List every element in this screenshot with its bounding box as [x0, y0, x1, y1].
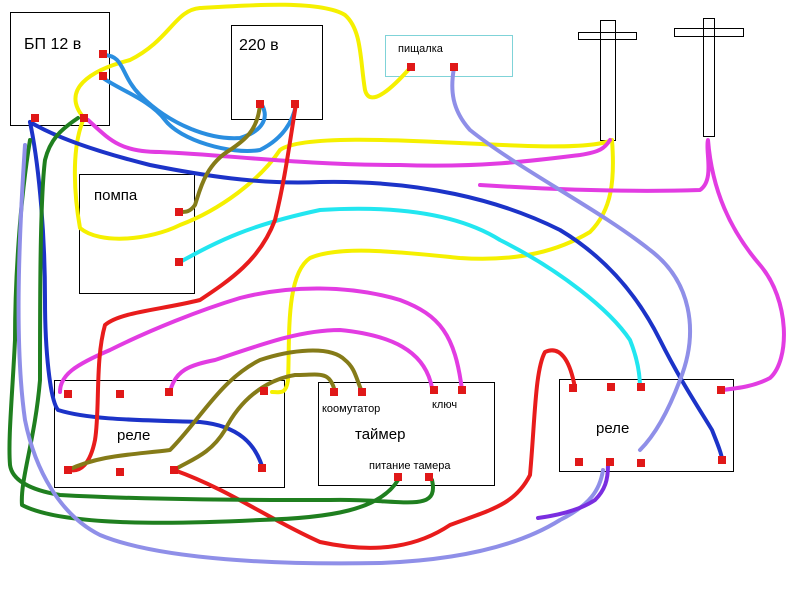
wire-olive-1	[178, 102, 262, 214]
wire-red-2	[172, 348, 577, 550]
terminal-relay-left-4	[260, 387, 268, 395]
relay-left-box	[54, 380, 285, 488]
wire-blue-2	[28, 120, 264, 468]
terminal-timer-1	[330, 388, 338, 396]
psu-box	[10, 12, 110, 126]
terminal-relay-right-5	[575, 458, 583, 466]
terminal-buzzer-2	[450, 63, 458, 71]
buzzer-label: пищалка	[398, 43, 443, 55]
relay-right-label: реле	[596, 420, 630, 437]
wire-yellow-1	[73, 2, 412, 120]
wire-olive-3	[172, 372, 337, 472]
terminal-psu-2	[99, 72, 107, 80]
terminal-psu-4	[80, 114, 88, 122]
mains-box	[231, 25, 323, 120]
timer-label: таймер	[355, 426, 406, 443]
terminal-relay-left-1	[64, 390, 72, 398]
buzzer-box	[385, 35, 513, 77]
terminal-timer-4	[458, 386, 466, 394]
terminal-relay-right-8	[718, 456, 726, 464]
terminal-relay-left-3	[165, 388, 173, 396]
probe-right-bar	[674, 28, 744, 37]
terminal-relay-right-2	[607, 383, 615, 391]
terminal-relay-right-6	[606, 458, 614, 466]
commutator-label: коомутатор	[322, 403, 381, 415]
probe-left-bar	[578, 32, 637, 40]
psu-label: БП 12 в	[24, 36, 82, 53]
terminal-relay-right-3	[637, 383, 645, 391]
wire-magenta-3	[58, 286, 464, 394]
terminal-timer-2	[358, 388, 366, 396]
wire-yellow-2	[72, 116, 614, 241]
timer-power-label: питание тамера	[369, 460, 451, 472]
wire-purple	[536, 463, 610, 520]
timer-box	[318, 382, 495, 486]
wire-green-1	[19, 116, 400, 525]
wire-magenta-4	[478, 138, 786, 392]
wire-green-2	[7, 138, 435, 505]
terminal-relay-left-5	[64, 466, 72, 474]
relay-right-box	[559, 379, 734, 472]
terminal-relay-left-6	[116, 468, 124, 476]
pump-label: помпа	[94, 187, 138, 204]
terminal-relay-right-1	[569, 384, 577, 392]
terminal-psu-1	[99, 50, 107, 58]
terminal-relay-left-2	[116, 390, 124, 398]
wire-lightblue-1	[101, 53, 267, 141]
wire-periwinkle-1	[450, 66, 692, 452]
probe-right-stem	[703, 18, 715, 137]
terminal-timer-5	[394, 473, 402, 481]
wire-blue-1	[28, 120, 724, 462]
terminal-pump-2	[175, 258, 183, 266]
wire-periwinkle-2	[16, 143, 605, 566]
wire-red-1	[68, 102, 298, 473]
terminal-mains-2	[291, 100, 299, 108]
terminal-timer-3	[430, 386, 438, 394]
terminal-buzzer-1	[407, 63, 415, 71]
terminal-relay-left-7	[170, 466, 178, 474]
pump-box	[79, 174, 195, 294]
wire-lightblue-2	[101, 76, 298, 153]
wire-yellow-3	[270, 138, 615, 395]
key-label: ключ	[432, 399, 458, 411]
wire-cyan	[178, 206, 642, 390]
mains-label: 220 в	[239, 37, 279, 54]
wire-olive-2	[66, 348, 364, 472]
wire-magenta-1	[86, 118, 612, 168]
terminal-timer-6	[425, 473, 433, 481]
wire-magenta-2	[168, 328, 434, 394]
terminal-relay-left-8	[258, 464, 266, 472]
terminal-pump-1	[175, 208, 183, 216]
terminal-relay-right-7	[637, 459, 645, 467]
terminal-psu-3	[31, 114, 39, 122]
terminal-relay-right-4	[717, 386, 725, 394]
terminal-mains-1	[256, 100, 264, 108]
relay-left-label: реле	[117, 427, 151, 444]
